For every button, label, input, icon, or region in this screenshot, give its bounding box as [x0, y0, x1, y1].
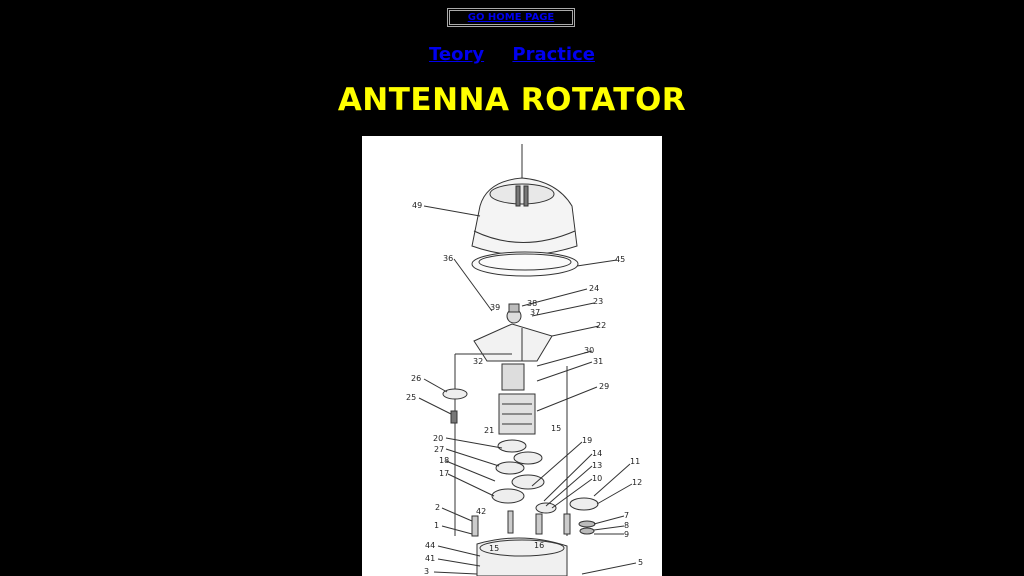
part-label: 41	[425, 554, 435, 563]
part-label: 15	[489, 544, 499, 553]
page-title: ANTENNA ROTATOR	[337, 82, 687, 118]
part-label: 5	[638, 558, 643, 567]
home-button-cell: GO HOME PAGE	[449, 10, 573, 25]
part-label: 2	[435, 503, 440, 512]
part-label: 36	[443, 254, 453, 263]
part-label: 8	[624, 521, 629, 530]
part-label: 7	[624, 511, 629, 520]
part-label: 20	[433, 434, 443, 443]
part-label: 25	[406, 393, 416, 402]
part-label: 22	[596, 321, 606, 330]
part-label: 10	[592, 474, 602, 483]
exploded-view-diagram: 49 36 45 24 38 39 37 23 22 30 32 31 26 2…	[362, 136, 662, 576]
part-label: 32	[473, 357, 483, 366]
part-label: 16	[534, 541, 544, 550]
part-label: 23	[593, 297, 603, 306]
teory-link[interactable]: Teory	[429, 44, 485, 65]
part-label: 3	[424, 567, 429, 576]
part-label: 39	[490, 303, 500, 312]
part-label: 14	[592, 449, 602, 458]
part-label: 27	[434, 445, 444, 454]
part-label: 31	[593, 357, 603, 366]
part-label: 26	[411, 374, 421, 383]
part-label: 9	[624, 530, 629, 539]
part-label: 21	[484, 426, 494, 435]
part-label: 13	[592, 461, 602, 470]
part-label: 12	[632, 478, 642, 487]
part-label: 11	[630, 457, 640, 466]
part-label: 24	[589, 284, 599, 293]
part-label: 15	[551, 424, 561, 433]
top-navigation: Teory Practice	[0, 44, 1024, 65]
part-label: 49	[412, 201, 422, 210]
part-label: 38	[527, 299, 537, 308]
part-label: 29	[599, 382, 609, 391]
part-label: 19	[582, 436, 592, 445]
practice-link[interactable]: Practice	[512, 44, 595, 65]
part-label: 30	[584, 346, 594, 355]
part-label: 44	[425, 541, 435, 550]
go-home-link[interactable]: GO HOME PAGE	[467, 12, 555, 23]
home-button-frame: GO HOME PAGE	[447, 8, 575, 27]
part-label: 42	[476, 507, 486, 516]
part-label: 1	[434, 521, 439, 530]
part-label: 37	[530, 308, 540, 317]
part-label: 17	[439, 469, 449, 478]
part-label: 45	[615, 255, 625, 264]
part-label: 18	[439, 456, 449, 465]
rotator-parts-drawing: 49 36 45 24 38 39 37 23 22 30 32 31 26 2…	[406, 144, 643, 576]
